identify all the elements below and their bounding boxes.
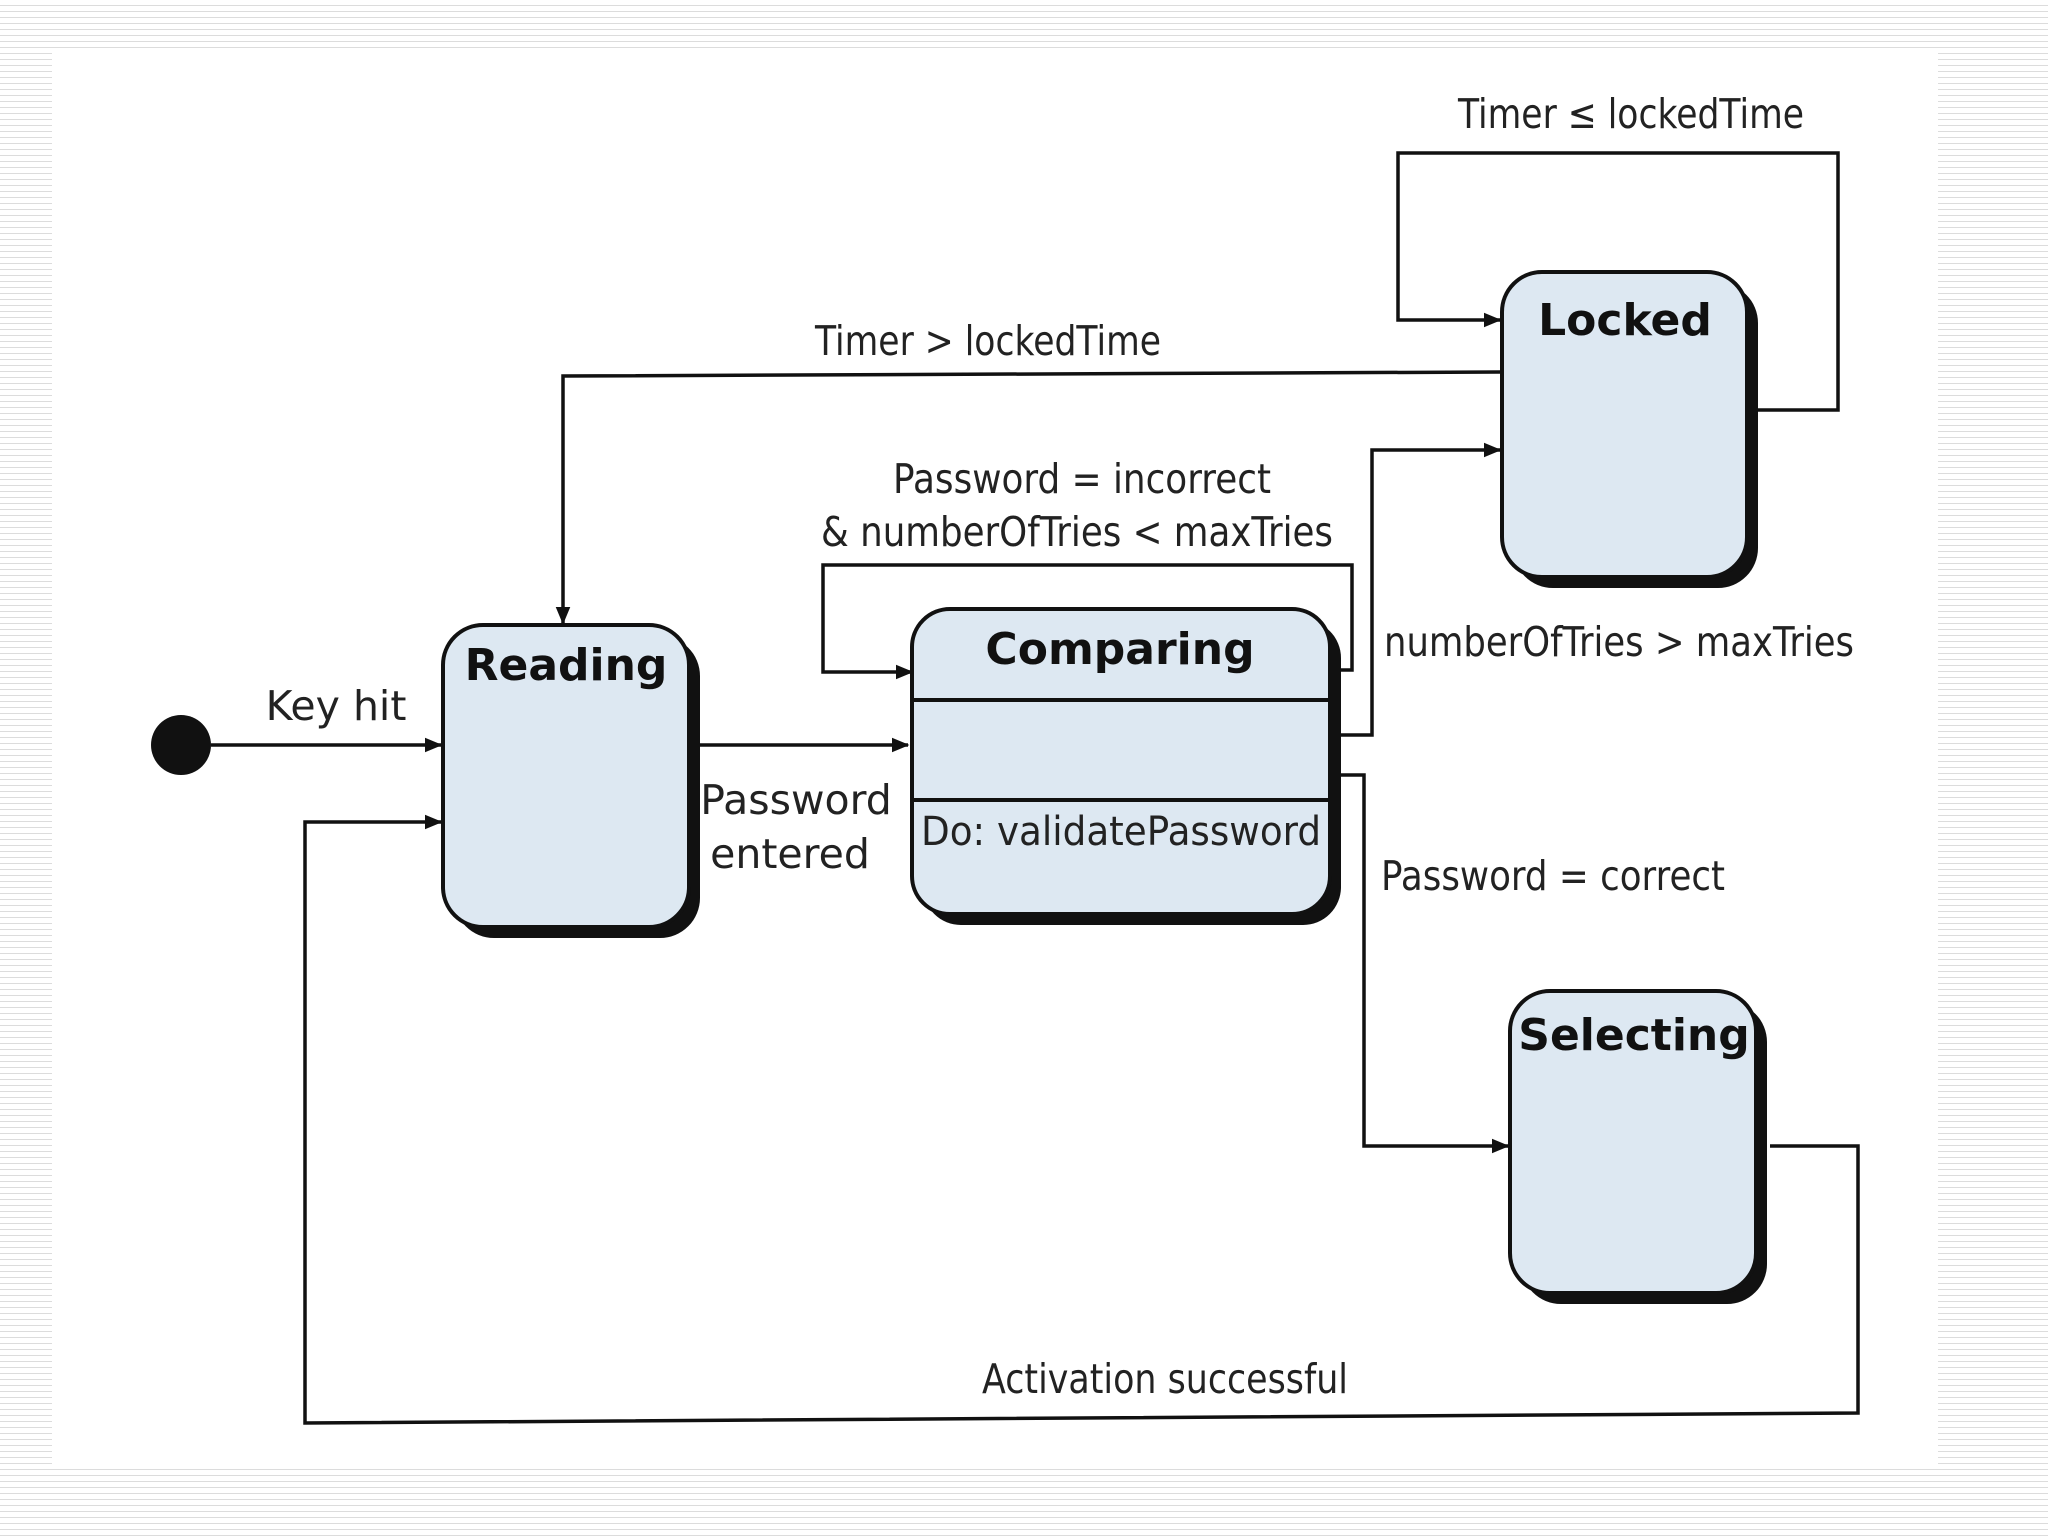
state-comparing-activity: Do: validatePassword bbox=[921, 809, 1321, 855]
label-timer-gt-locked: Timer > lockedTime bbox=[814, 317, 1161, 365]
state-comparing-title: Comparing bbox=[985, 624, 1254, 675]
label-key-hit: Key hit bbox=[266, 682, 407, 730]
initial-state bbox=[151, 715, 211, 775]
state-reading: Reading bbox=[441, 623, 700, 938]
edge-timer-gt-locked bbox=[555, 370, 1501, 625]
state-locked-title: Locked bbox=[1538, 295, 1712, 346]
label-incorrect-1: Password = incorrect bbox=[893, 455, 1271, 503]
edge-password-correct bbox=[1338, 773, 1510, 1154]
label-activation-successful: Activation successful bbox=[982, 1355, 1348, 1403]
label-incorrect-2: & numberOfTries < maxTries bbox=[821, 508, 1333, 556]
state-selecting: Selecting bbox=[1508, 989, 1767, 1304]
state-selecting-title: Selecting bbox=[1518, 1010, 1749, 1061]
edge-tries-exceeded bbox=[1338, 442, 1502, 737]
edge-activation-successful bbox=[303, 814, 1860, 1425]
label-timer-le-locked: Timer ≤ lockedTime bbox=[1457, 90, 1804, 138]
edge-timer-le-locked bbox=[1396, 151, 1840, 412]
state-reading-title: Reading bbox=[465, 640, 668, 691]
label-password-entered-2: entered bbox=[710, 830, 870, 878]
label-password-entered-1: Password bbox=[700, 776, 892, 824]
label-tries-exceeded: numberOfTries > maxTries bbox=[1384, 618, 1854, 666]
state-comparing: Comparing Do: validatePassword bbox=[910, 607, 1341, 925]
edge-password-incorrect bbox=[821, 563, 1354, 680]
label-password-correct: Password = correct bbox=[1381, 852, 1725, 900]
state-locked: Locked bbox=[1500, 270, 1758, 588]
